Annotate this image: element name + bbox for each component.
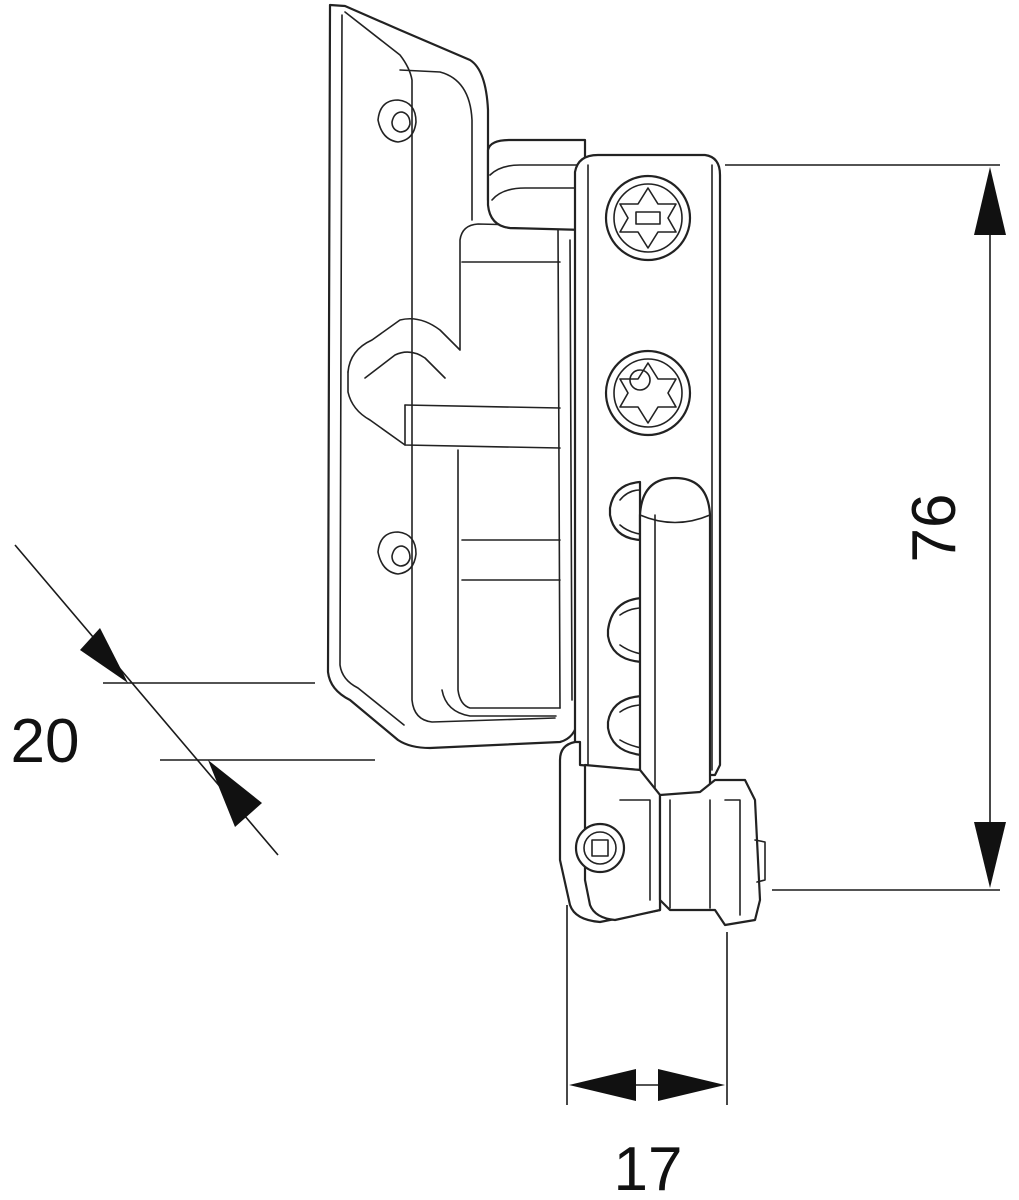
depth-dimension-label: 20 bbox=[11, 707, 80, 776]
dimension-width: 17 bbox=[566, 905, 728, 1200]
height-arrow-top bbox=[974, 167, 1006, 235]
depth-arrow-upper bbox=[80, 628, 128, 683]
dimension-height: 76 bbox=[725, 164, 1006, 891]
screw-top bbox=[604, 174, 692, 262]
height-dimension-label: 76 bbox=[900, 494, 969, 563]
hinge-bottom-block bbox=[558, 740, 766, 927]
hinge-knuckle bbox=[486, 138, 587, 232]
width-dimension-label: 17 bbox=[614, 1135, 683, 1200]
depth-arrow-lower bbox=[208, 760, 262, 827]
hinge-pin bbox=[638, 476, 712, 802]
height-arrow-bottom bbox=[974, 822, 1006, 888]
width-arrow-left bbox=[569, 1069, 636, 1101]
dimension-depth: 20 bbox=[11, 544, 375, 856]
back-frame-plate bbox=[326, 3, 580, 750]
width-arrow-right bbox=[658, 1069, 725, 1101]
screw-middle bbox=[604, 349, 692, 437]
